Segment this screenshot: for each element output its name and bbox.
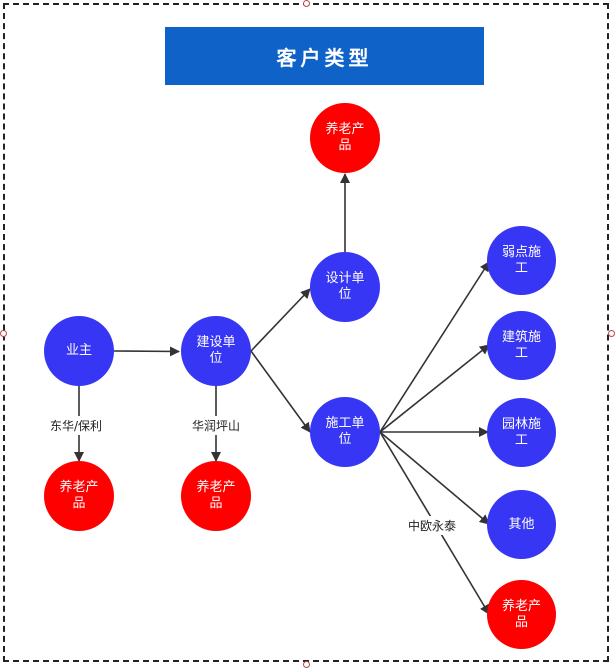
edge-owner-builder[interactable] xyxy=(113,346,180,357)
node-builder-label: 建设单位 xyxy=(196,335,236,366)
node-construction[interactable]: 施工单位 xyxy=(310,397,380,467)
resize-handle-right[interactable] xyxy=(608,330,615,337)
node-design-label: 设计单位 xyxy=(325,271,365,302)
node-building-label: 建筑施工 xyxy=(501,329,541,361)
node-builder[interactable]: 建设单位 xyxy=(181,316,251,386)
node-garden-label: 园林施工 xyxy=(501,416,541,448)
edge-construction-weak[interactable] xyxy=(379,261,490,433)
edge-construction-other[interactable] xyxy=(379,431,490,525)
node-weak-current[interactable]: 弱点施工 xyxy=(487,226,556,295)
node-garden[interactable]: 园林施工 xyxy=(487,398,556,467)
edge-label-construction-product[interactable]: 中欧永泰 xyxy=(406,516,459,535)
node-construction-product-label: 养老产品 xyxy=(501,598,541,630)
node-owner-label: 业主 xyxy=(65,343,92,358)
node-builder-product[interactable]: 养老产品 xyxy=(181,461,251,531)
node-design-product-label: 养老产品 xyxy=(325,122,365,153)
node-weak-current-label: 弱点施工 xyxy=(501,244,541,276)
node-design-product[interactable]: 养老产品 xyxy=(310,103,380,173)
resize-handle-top[interactable] xyxy=(303,0,310,7)
node-owner-product-label: 养老产品 xyxy=(59,480,99,511)
diagram-title[interactable]: 客户类型 xyxy=(165,27,484,85)
resize-handle-bottom[interactable] xyxy=(303,661,310,668)
edge-label-builder-product[interactable]: 华润坪山 xyxy=(190,416,243,435)
node-builder-product-label: 养老产品 xyxy=(196,480,236,511)
edge-label-owner-product[interactable]: 东华/保利 xyxy=(48,416,105,435)
node-building[interactable]: 建筑施工 xyxy=(487,311,556,380)
node-construction-label: 施工单位 xyxy=(325,416,365,447)
node-other[interactable]: 其他 xyxy=(487,490,556,559)
edge-construction-building[interactable] xyxy=(379,344,490,433)
node-construction-product[interactable]: 养老产品 xyxy=(487,580,556,649)
resize-handle-left[interactable] xyxy=(0,330,7,337)
edge-builder-construction[interactable] xyxy=(250,350,311,433)
node-design[interactable]: 设计单位 xyxy=(310,252,380,322)
edge-builder-design[interactable] xyxy=(250,288,311,352)
node-owner-product[interactable]: 养老产品 xyxy=(44,461,114,531)
node-other-label: 其他 xyxy=(508,516,535,532)
node-owner[interactable]: 业主 xyxy=(44,316,114,386)
